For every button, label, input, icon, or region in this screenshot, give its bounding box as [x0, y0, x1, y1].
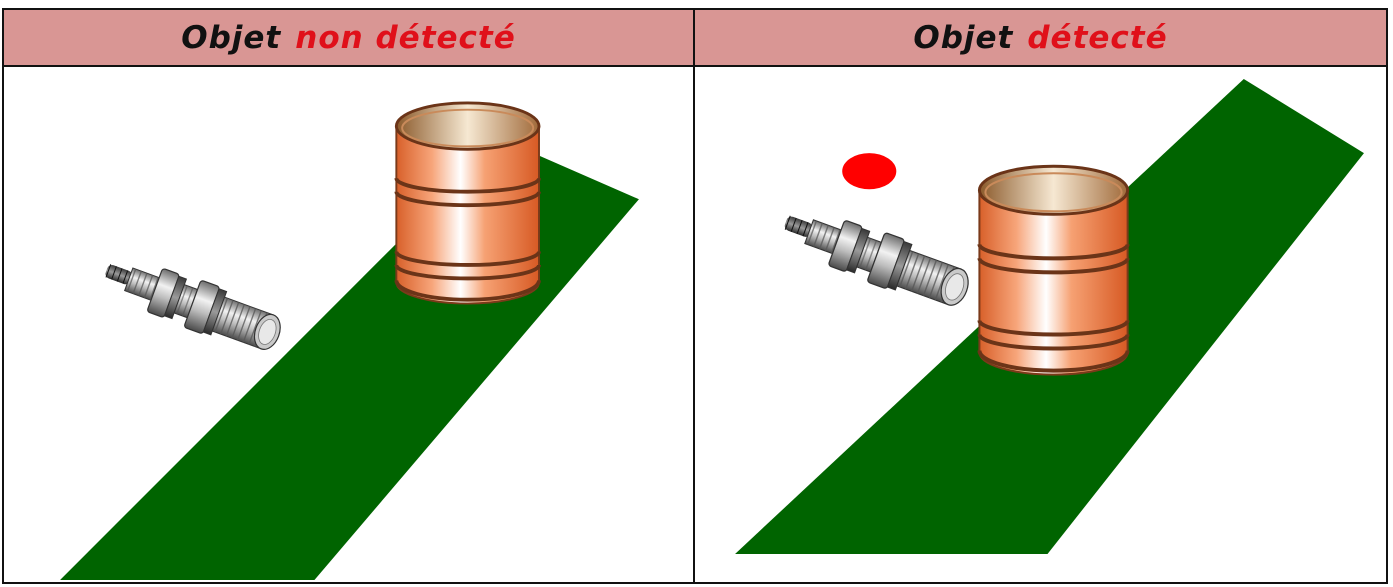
title-highlight: non détecté: [295, 19, 516, 56]
proximity-sensor-icon: [96, 247, 289, 360]
panel-header: Objet non détecté: [4, 10, 693, 67]
illustration-area: [695, 67, 1386, 582]
panel-header: Objet détecté: [695, 10, 1386, 67]
title-prefix: Objet: [913, 19, 1014, 56]
conveyor-belt-icon: [60, 151, 639, 580]
cylinder-object-icon: [979, 166, 1127, 374]
panel-detected: Objet détecté: [695, 10, 1386, 582]
illustration: [735, 79, 1364, 554]
cylinder-object-icon: [394, 101, 541, 306]
title-prefix: Objet: [181, 19, 282, 56]
title-highlight: détecté: [1027, 19, 1168, 56]
illustration-area: [4, 67, 693, 582]
indicator-led-icon: [842, 153, 897, 190]
panel-not-detected: Objet non détecté: [4, 10, 695, 582]
proximity-sensor-icon: [775, 198, 977, 316]
illustration: [60, 101, 639, 580]
comparison-table: Objet non détecté Objet détecté: [2, 8, 1388, 584]
